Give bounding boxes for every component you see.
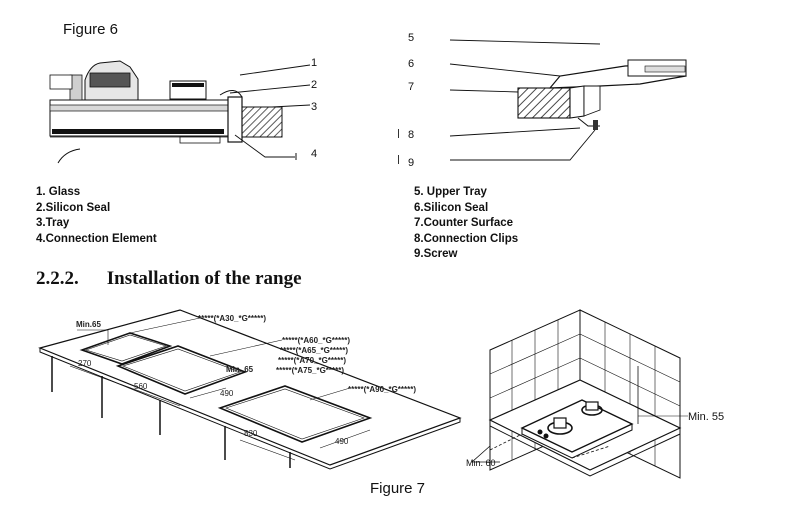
legend-item: 6.Silicon Seal: [414, 201, 489, 214]
legend-item: 9.Screw: [414, 248, 458, 260]
plan-dim-490a: 490: [220, 389, 234, 398]
figure-7-countertop-plan: Min.65 *****(*A30_*G*****) *****(*A60_*G…: [38, 309, 462, 470]
legend-item: 4.Connection Element: [36, 232, 157, 245]
callout-8: 8: [408, 129, 415, 141]
section-title: Installation of the range: [106, 268, 302, 289]
plan-label-min65-mid: Min. 65: [226, 365, 254, 374]
iso-label-min55: Min. 55: [688, 411, 724, 423]
legend-item: 2.Silicon Seal: [36, 201, 111, 214]
callout-3: 3: [311, 101, 318, 113]
plan-label-min65-left: Min.65: [76, 320, 101, 329]
legend-item: 3.Tray: [36, 217, 70, 229]
figure-6-right-section-drawing: [449, 39, 687, 161]
callout-2: 2: [311, 79, 318, 91]
plan-label-a30: *****(*A30_*G*****): [198, 314, 266, 323]
section-heading: 2.2.2. Installation of the range: [36, 268, 302, 290]
plan-label-a70: *****(*A70_*G*****): [278, 356, 346, 365]
callout-4: 4: [311, 148, 318, 160]
figure-6-legend-right: 5. Upper Tray 6.Silicon Seal 7.Counter S…: [414, 185, 518, 263]
iso-label-min60: Min. 60: [466, 458, 496, 468]
figure-7-title: Figure 7: [370, 480, 426, 497]
figure-6-title: Figure 6: [63, 21, 119, 38]
section-number: 2.2.2.: [36, 268, 79, 289]
legend-item: 7.Counter Surface: [414, 217, 514, 229]
tick-mark-9: [398, 155, 399, 164]
callout-5: 5: [408, 32, 415, 44]
figure-6-left-section-drawing: [49, 60, 311, 164]
figure-6-legend-left: 1. Glass 2.Silicon Seal 3.Tray 4.Connect…: [36, 185, 157, 247]
callout-9: 9: [408, 157, 415, 169]
figure-7-isometric-corner: Min. 55 Min. 60: [466, 309, 724, 479]
plan-dim-830: 830: [244, 429, 258, 438]
plan-label-a60: *****(*A60_*G*****): [282, 336, 350, 345]
plan-dim-270: 270: [78, 359, 92, 368]
legend-item: 5. Upper Tray: [414, 186, 487, 198]
plan-dim-490b: 490: [335, 437, 349, 446]
callout-6: 6: [408, 58, 415, 70]
tick-mark-8: [398, 129, 399, 138]
plan-label-a90: *****(*A90_*G*****): [348, 385, 416, 394]
callout-7: 7: [408, 81, 415, 93]
callout-1: 1: [311, 57, 318, 69]
plan-label-a75: *****(*A75_*G*****): [276, 366, 344, 375]
legend-item: 8.Connection Clips: [414, 232, 519, 245]
plan-label-a65: *****(*A65_*G*****): [280, 346, 348, 355]
legend-item: 1. Glass: [36, 186, 81, 198]
plan-dim-560: 560: [134, 382, 148, 391]
